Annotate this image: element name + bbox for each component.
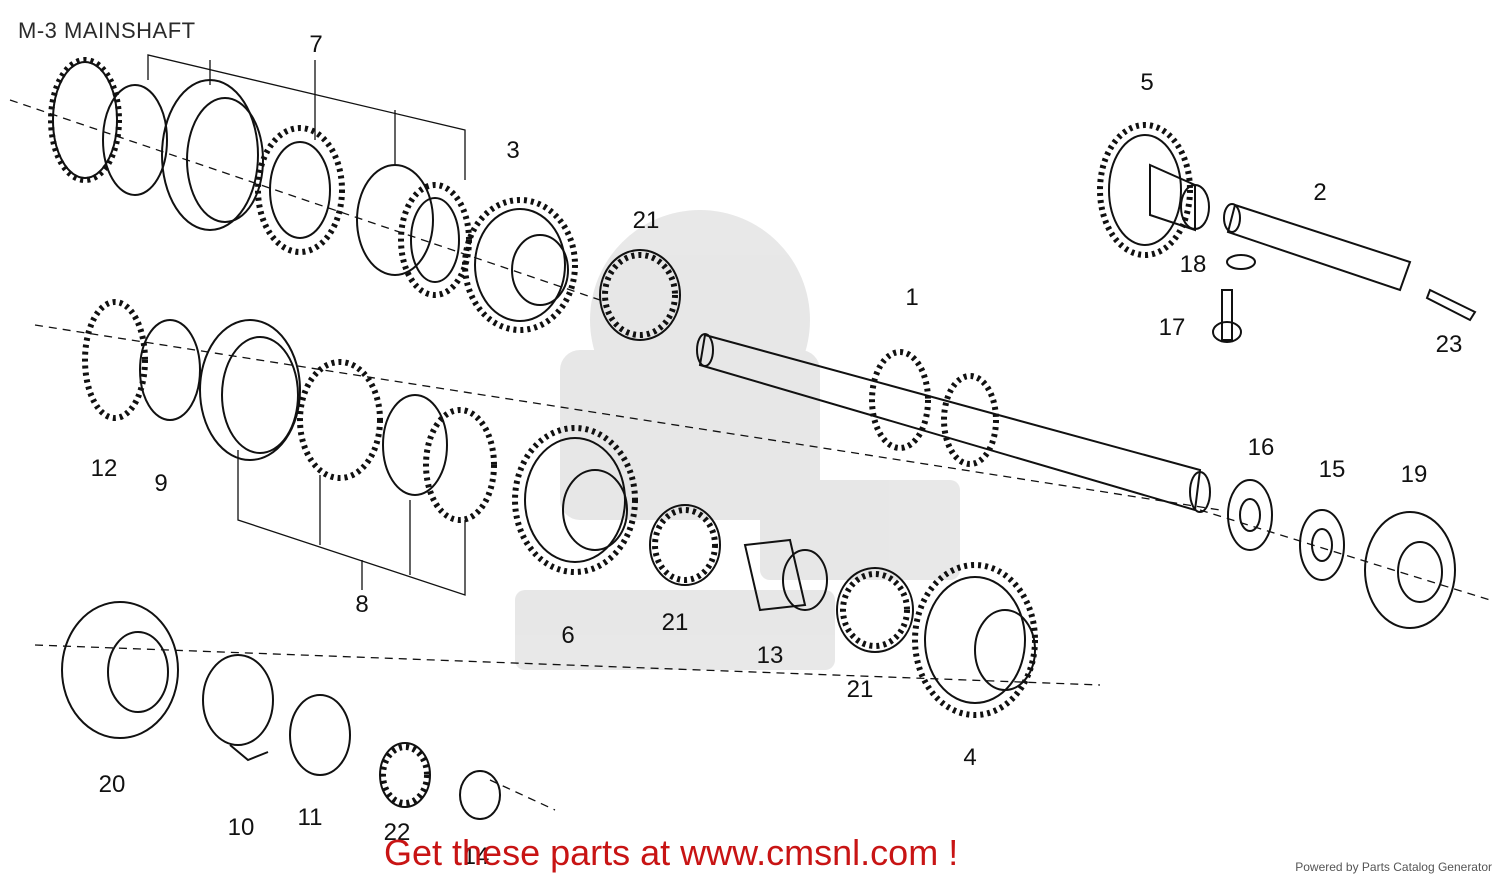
needle-bearing-21-middle	[649, 504, 721, 586]
callout-c21b: 21	[662, 609, 689, 636]
callout-c17: 17	[1159, 314, 1186, 341]
gear-3	[462, 197, 578, 333]
callout-c22: 22	[384, 819, 411, 846]
callout-c7: 7	[309, 31, 322, 58]
callout-c6: 6	[561, 622, 574, 649]
callout-c21a: 21	[633, 207, 660, 234]
middle-synchro-assembly	[82, 299, 497, 523]
needle-bearing-21-upper	[599, 249, 681, 341]
callout-c2: 2	[1313, 179, 1326, 206]
upper-synchro-assembly	[48, 57, 472, 298]
callout-c18: 18	[1180, 251, 1207, 278]
callout-c3: 3	[506, 137, 519, 164]
page-title: M-3 MAINSHAFT	[18, 18, 196, 43]
callout-c13: 13	[757, 642, 784, 669]
callout-c9: 9	[154, 470, 167, 497]
gear-4	[912, 562, 1038, 718]
promo-banner[interactable]: Get these parts at www.cmsnl.com !	[384, 832, 959, 873]
callout-c5: 5	[1140, 69, 1153, 96]
bushing-13	[743, 538, 828, 612]
callout-c14: 14	[463, 843, 490, 870]
callout-c1: 1	[905, 284, 918, 311]
bracket-lines	[147, 54, 466, 596]
callout-c19: 19	[1401, 461, 1428, 488]
needle-bearing-21-lower	[836, 567, 914, 653]
gear-5-assembly	[1097, 122, 1477, 343]
callout-c20: 20	[99, 771, 126, 798]
mainshaft-1	[696, 333, 1211, 513]
gear-6	[512, 425, 638, 575]
callout-c10: 10	[228, 814, 255, 841]
callout-c4: 4	[963, 744, 976, 771]
right-washers-bearing	[1227, 479, 1456, 629]
callout-c23: 23	[1436, 331, 1463, 358]
credit-text: Powered by Parts Catalog Generator	[1295, 860, 1492, 874]
callout-c15: 15	[1319, 456, 1346, 483]
callout-c16: 16	[1248, 434, 1275, 461]
callout-c12: 12	[91, 455, 118, 482]
callout-c8: 8	[355, 591, 368, 618]
watermark-logo	[515, 210, 960, 670]
callout-c11: 11	[298, 804, 323, 831]
callout-c21c: 21	[847, 676, 874, 703]
lower-row-parts	[61, 601, 501, 820]
